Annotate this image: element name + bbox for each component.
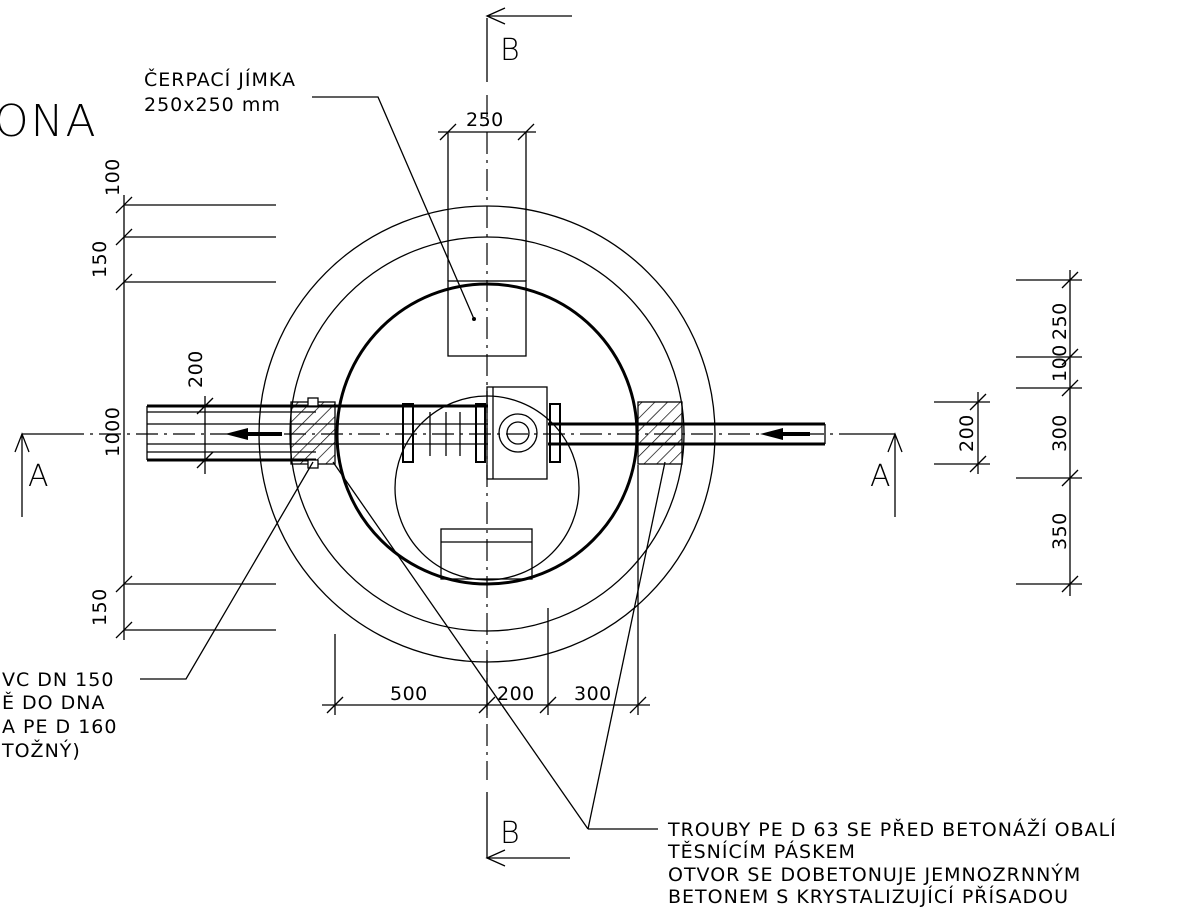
flow-arrow-left [225, 428, 282, 440]
wall-passage-right [637, 401, 683, 465]
inner-ring [335, 282, 639, 586]
note-bottom-line4: BETONEM S KRYSTALIZUJÍCÍ PŘÍSADOU [668, 885, 1069, 908]
dim-label-left-150-top: 150 [89, 240, 111, 278]
section-label-b-top: B [500, 33, 520, 68]
fittings [402, 403, 561, 463]
section-marker-b-bottom: B [485, 792, 570, 867]
note-bottom-line2: TĚSNÍCÍM PÁSKEM [667, 840, 856, 863]
middle-ring [289, 236, 685, 632]
flow-arrow-right [760, 428, 810, 440]
leader-pipe [140, 461, 314, 680]
wall-passage-left [290, 397, 336, 469]
pump-sump [447, 280, 527, 357]
dim-left-200: 200 [185, 350, 214, 474]
dim-label-right-300: 300 [1049, 414, 1071, 452]
note-pipe-line2: Ě DO DNA [2, 691, 106, 714]
note-pipe-line1: VC DN 150 [2, 669, 114, 691]
pipe-right [548, 422, 826, 446]
dim-label-left-150-bottom: 150 [89, 588, 111, 626]
leader-bottom-note [332, 461, 666, 830]
note-sump-line1: ČERPACÍ JÍMKA [144, 67, 296, 91]
dim-label-bottom-500: 500 [390, 683, 428, 705]
dim-label-right-200: 200 [956, 414, 978, 452]
dim-right-200: 200 [934, 392, 990, 474]
dim-left-chain [115, 195, 276, 640]
pump-body [486, 386, 548, 480]
dim-label-right-250: 250 [1049, 302, 1071, 340]
dim-label-right-100: 100 [1049, 344, 1071, 382]
note-bottom-line3: OTVOR SE DOBETONUJE JEMNOZRNNÝM [668, 863, 1081, 886]
dim-label-bottom-300: 300 [574, 683, 612, 705]
note-bottom-line1: TROUBY PE D 63 SE PŘED BETONÁŽÍ OBALÍ [667, 818, 1117, 841]
section-label-a-right: A [870, 459, 891, 494]
section-marker-a-right: A [855, 432, 903, 517]
section-label-b-bottom: B [500, 816, 520, 851]
section-label-a-left: A [28, 459, 49, 494]
section-marker-b-top: B [485, 7, 572, 82]
title-fragment: ONA [0, 96, 98, 147]
dim-label-bottom-200: 200 [497, 683, 535, 705]
dim-right-chain [1016, 270, 1082, 596]
note-sump-line2: 250x250 mm [144, 94, 281, 116]
note-pipe-line4: TOŽNÝ) [1, 739, 81, 762]
dim-label-right-350: 350 [1049, 512, 1071, 550]
section-marker-a-left: A [14, 432, 62, 517]
dim-bottom-chain: 500 200 300 [322, 465, 650, 715]
dim-label-top-250: 250 [466, 109, 504, 131]
dim-label-left-100: 100 [102, 158, 124, 196]
dim-label-left-200: 200 [185, 350, 207, 388]
note-pipe-line3: A PE D 160 [2, 716, 117, 738]
dim-top-250: 250 [438, 109, 536, 141]
dim-label-left-1000: 1000 [102, 407, 124, 457]
bottom-seat [440, 528, 533, 580]
leader-sump [312, 96, 475, 320]
